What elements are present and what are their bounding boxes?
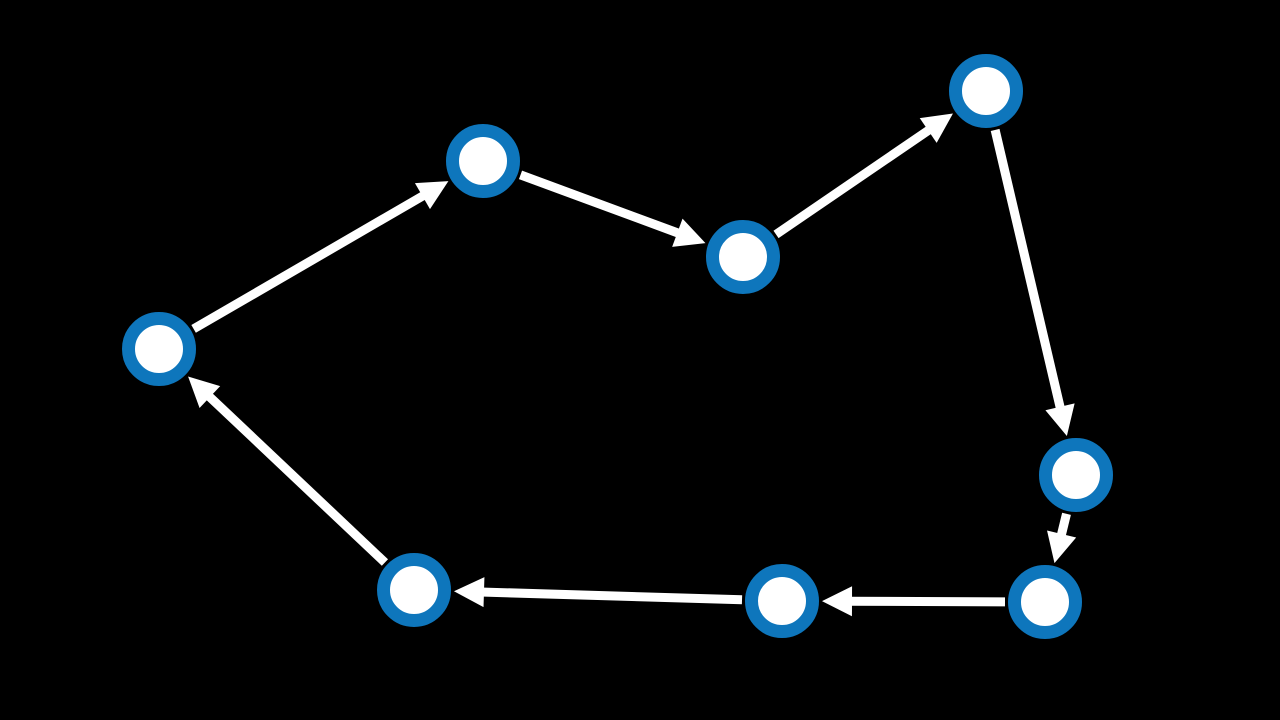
graph-node[interactable] <box>745 564 819 638</box>
graph-edge[interactable] <box>518 170 706 247</box>
graph-edge[interactable] <box>822 586 1006 617</box>
graph-edge[interactable] <box>1047 512 1077 564</box>
edge-line <box>773 122 937 239</box>
node-circle <box>1008 565 1082 639</box>
edge-line <box>191 188 432 333</box>
edge-arrowhead-icon <box>414 181 449 210</box>
graph-node[interactable] <box>446 124 520 198</box>
edge-line <box>990 128 1067 416</box>
graph-node[interactable] <box>1039 438 1113 512</box>
nodes-layer <box>122 54 1113 639</box>
node-circle <box>122 312 196 386</box>
graph-node[interactable] <box>122 312 196 386</box>
node-circle <box>377 553 451 627</box>
edge-arrowhead-icon <box>672 218 706 247</box>
edge-arrowhead-icon <box>822 586 853 617</box>
node-circle <box>1039 438 1113 512</box>
node-circle <box>745 564 819 638</box>
graph-node[interactable] <box>706 220 780 294</box>
edges-layer <box>188 113 1077 617</box>
edge-arrowhead-icon <box>919 113 953 143</box>
graph-edge[interactable] <box>773 113 953 239</box>
edge-line <box>518 170 686 240</box>
graph-node[interactable] <box>949 54 1023 128</box>
edge-arrowhead-icon <box>188 376 221 408</box>
edge-line <box>476 587 743 605</box>
edge-line <box>201 388 389 566</box>
edge-arrowhead-icon <box>453 577 485 608</box>
node-circle <box>706 220 780 294</box>
node-circle <box>949 54 1023 128</box>
node-circle <box>446 124 520 198</box>
graph-edge[interactable] <box>188 376 389 566</box>
graph-node[interactable] <box>377 553 451 627</box>
graph-edge[interactable] <box>453 577 743 608</box>
graph-edge[interactable] <box>990 128 1075 437</box>
edge-arrowhead-icon <box>1047 530 1077 564</box>
graph-node[interactable] <box>1008 565 1082 639</box>
edge-line <box>844 596 1006 607</box>
edge-arrowhead-icon <box>1045 403 1075 437</box>
graph-edge[interactable] <box>191 181 449 333</box>
